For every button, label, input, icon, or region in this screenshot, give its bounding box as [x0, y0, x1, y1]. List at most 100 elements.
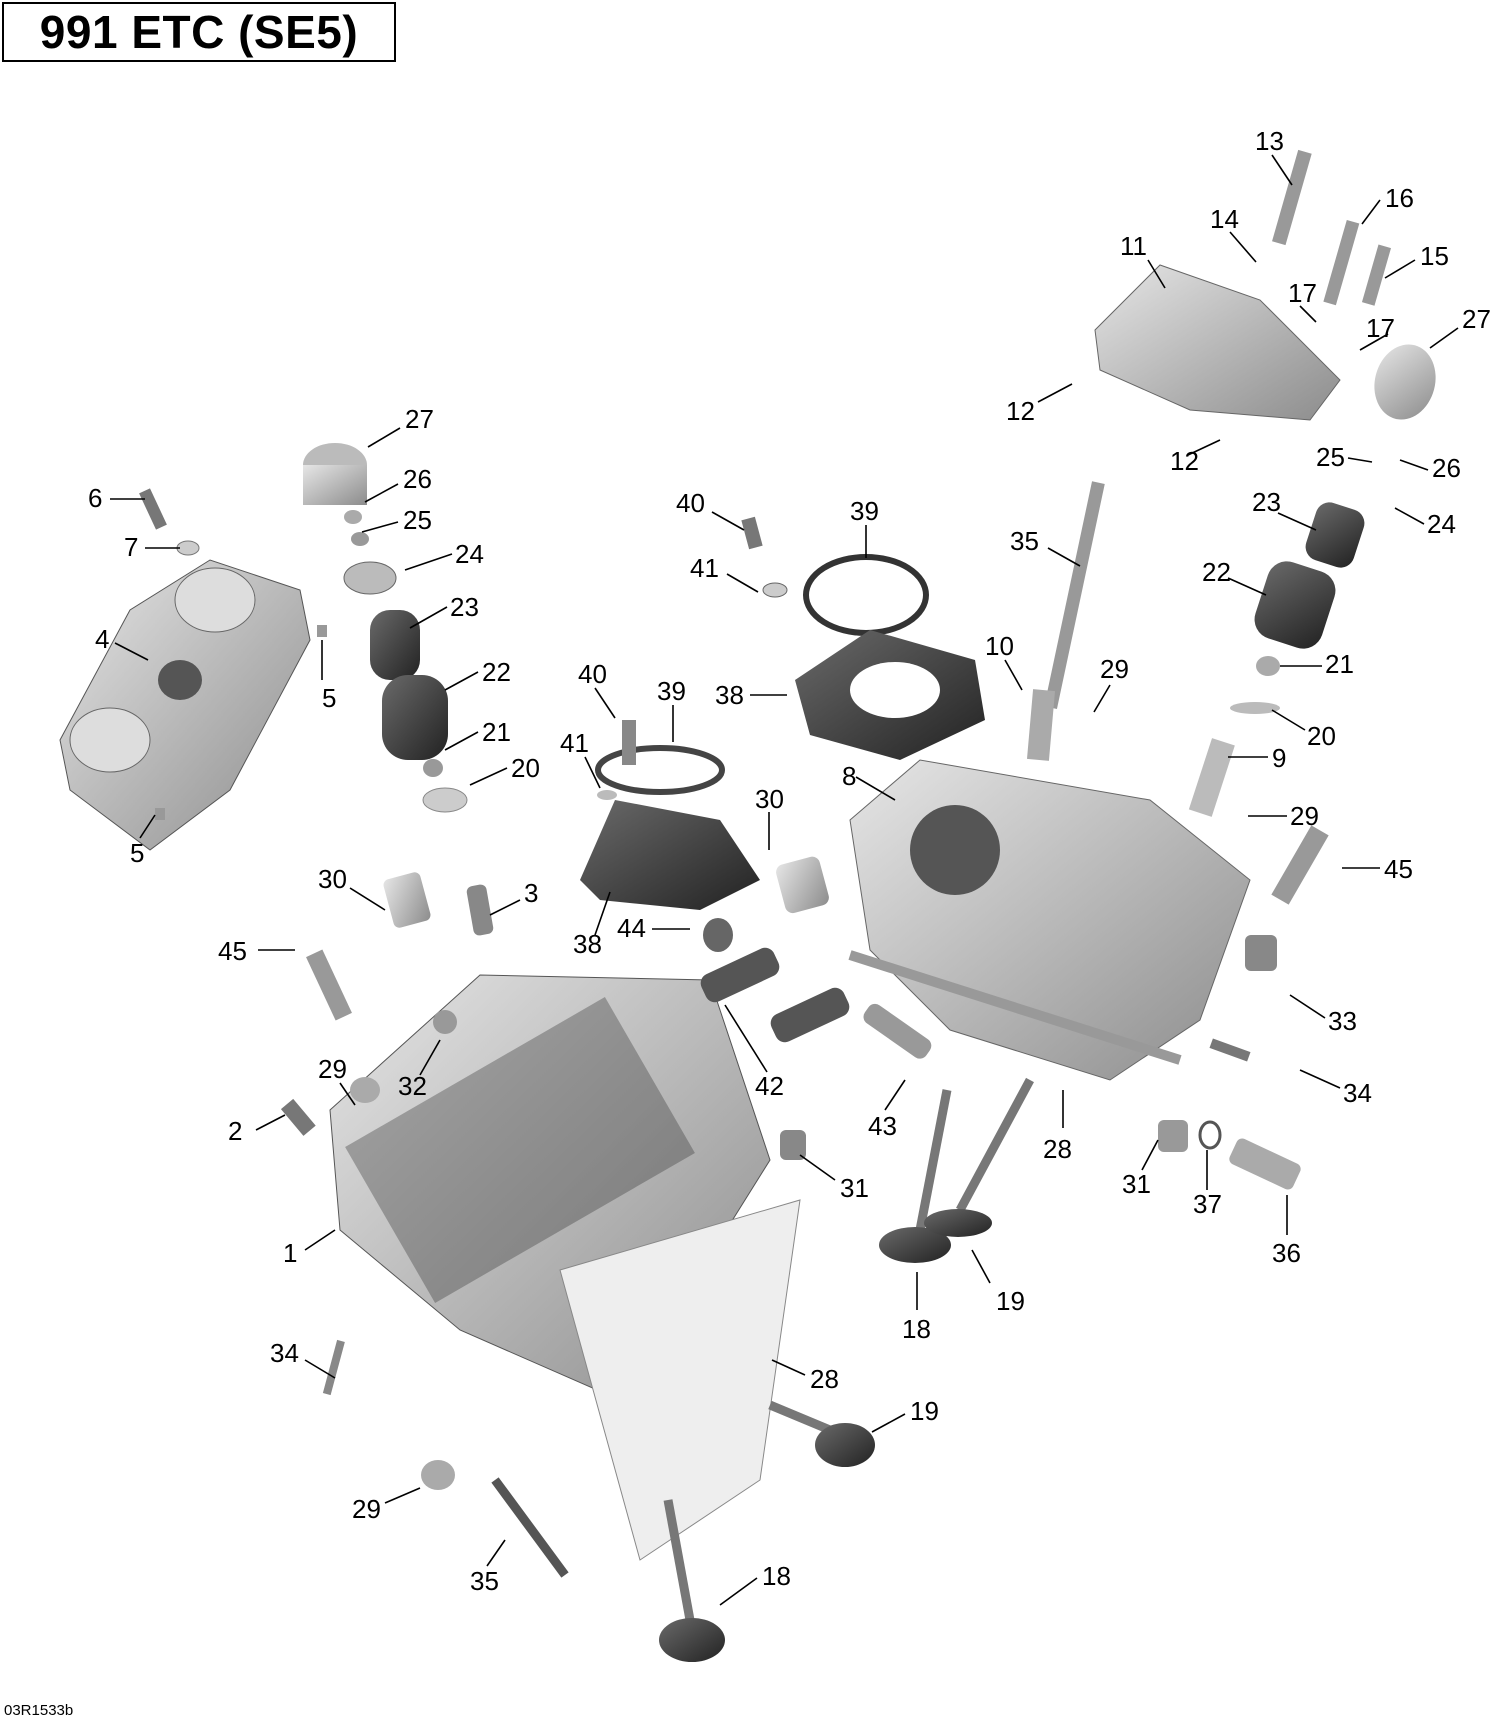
leader-line: [1399, 459, 1429, 471]
part-number-callout: 13: [1255, 126, 1284, 156]
leader-line: [855, 776, 896, 801]
leader-line: [594, 891, 611, 936]
part-number-callout: 40: [676, 488, 705, 518]
part-number-callout: 39: [657, 676, 686, 706]
part-number-callout: 2: [228, 1116, 242, 1146]
leader-line: [971, 1249, 991, 1284]
leader-line: [1093, 684, 1111, 713]
leader-line: [304, 1229, 336, 1251]
part-number-callout: 41: [690, 553, 719, 583]
part-number-callout: 44: [617, 913, 646, 943]
valve-train-left: [139, 443, 468, 820]
part-number-callout: 18: [902, 1314, 931, 1344]
small-parts: [280, 856, 1301, 1490]
part-number-callout: 5: [130, 838, 144, 868]
leader-line: [349, 887, 386, 911]
part-number-callout: 26: [1432, 453, 1461, 483]
part-number-callout: 16: [1385, 183, 1414, 213]
leader-line: [1384, 259, 1416, 279]
leader-line: [1277, 512, 1317, 531]
part-number-callout: 30: [755, 784, 784, 814]
leader-line: [1141, 1139, 1159, 1171]
part-number-callout: 25: [403, 505, 432, 535]
part-number-callout: 26: [403, 464, 432, 494]
part-number-callout: 45: [218, 936, 247, 966]
leader-line: [719, 1577, 758, 1606]
part-number-callout: 20: [1307, 721, 1336, 751]
cylinder-head-rear: [848, 759, 1251, 1081]
part-number-callout: 18: [762, 1561, 791, 1591]
leader-line: [1004, 659, 1023, 691]
leader-line: [469, 767, 508, 786]
part-number-callout: 22: [1202, 557, 1231, 587]
part-number-callout: 30: [318, 864, 347, 894]
part-number-callout: 38: [715, 680, 744, 710]
leader-line: [584, 756, 601, 789]
part-number-callout: 1: [283, 1238, 297, 1268]
part-number-callout: 43: [868, 1111, 897, 1141]
part-number-callout: 6: [88, 483, 102, 513]
part-number-callout: 34: [1343, 1078, 1372, 1108]
reference-code: 03R1533b: [4, 1702, 74, 1719]
part-number-callout: 23: [450, 592, 479, 622]
leader-line: [1227, 577, 1267, 596]
leader-line: [1299, 305, 1317, 323]
leader-line: [1347, 457, 1373, 463]
leader-line: [771, 1359, 806, 1376]
leader-line: [444, 731, 479, 751]
part-number-callout: 40: [578, 659, 607, 689]
part-number-callout: 19: [910, 1396, 939, 1426]
valves: [491, 1077, 1034, 1662]
leader-line: [711, 511, 745, 531]
part-number-callout: 24: [1427, 509, 1456, 539]
leader-line: [1047, 547, 1081, 567]
leader-line: [1361, 199, 1381, 225]
part-number-callout: 21: [1325, 649, 1354, 679]
part-number-callout: 14: [1210, 204, 1239, 234]
leader-line: [1147, 259, 1166, 289]
leader-line: [489, 899, 521, 916]
part-number-callout: 21: [482, 717, 511, 747]
leader-line: [1229, 231, 1257, 263]
leader-line: [724, 1004, 768, 1073]
leader-line: [1271, 154, 1293, 186]
leader-line: [799, 1154, 836, 1181]
valve-train-right: [1026, 481, 1365, 905]
leader-line: [304, 1359, 336, 1379]
part-number-callout: 10: [985, 631, 1014, 661]
part-number-callout: 19: [996, 1286, 1025, 1316]
leader-line: [1037, 383, 1073, 403]
part-number-callout: 8: [842, 761, 856, 791]
leader-line: [884, 1079, 906, 1111]
leader-line: [1271, 709, 1306, 731]
camshaft-cover-left: [59, 559, 311, 851]
part-number-callout: 45: [1384, 854, 1413, 884]
leader-line: [594, 687, 616, 719]
part-number-callout: 11: [1120, 231, 1147, 261]
part-number-callout: 29: [1290, 801, 1319, 831]
part-number-callout: 28: [1043, 1134, 1072, 1164]
part-number-callout: 17: [1366, 313, 1395, 343]
part-number-callout: 4: [95, 624, 109, 654]
part-number-callout: 22: [482, 657, 511, 687]
leader-line: [444, 671, 479, 691]
cylinder-head-front: [329, 974, 801, 1561]
leader-line: [1289, 994, 1326, 1019]
part-number-callout: 28: [810, 1364, 839, 1394]
part-number-callout: 27: [405, 404, 434, 434]
part-number-callout: 29: [318, 1054, 347, 1084]
leader-line: [114, 642, 149, 661]
diagram-title: 991 ETC (SE5): [2, 2, 396, 62]
part-number-callout: 17: [1288, 278, 1317, 308]
leader-line: [1359, 333, 1389, 351]
camshaft-cover-right: [1094, 149, 1436, 421]
leader-line: [1429, 327, 1459, 349]
part-number-callout: 35: [1010, 526, 1039, 556]
part-number-callout: 36: [1272, 1238, 1301, 1268]
part-number-callout: 12: [1006, 396, 1035, 426]
leader-line: [255, 1114, 286, 1131]
leader-line: [384, 1487, 421, 1504]
leader-line: [1299, 1069, 1341, 1089]
